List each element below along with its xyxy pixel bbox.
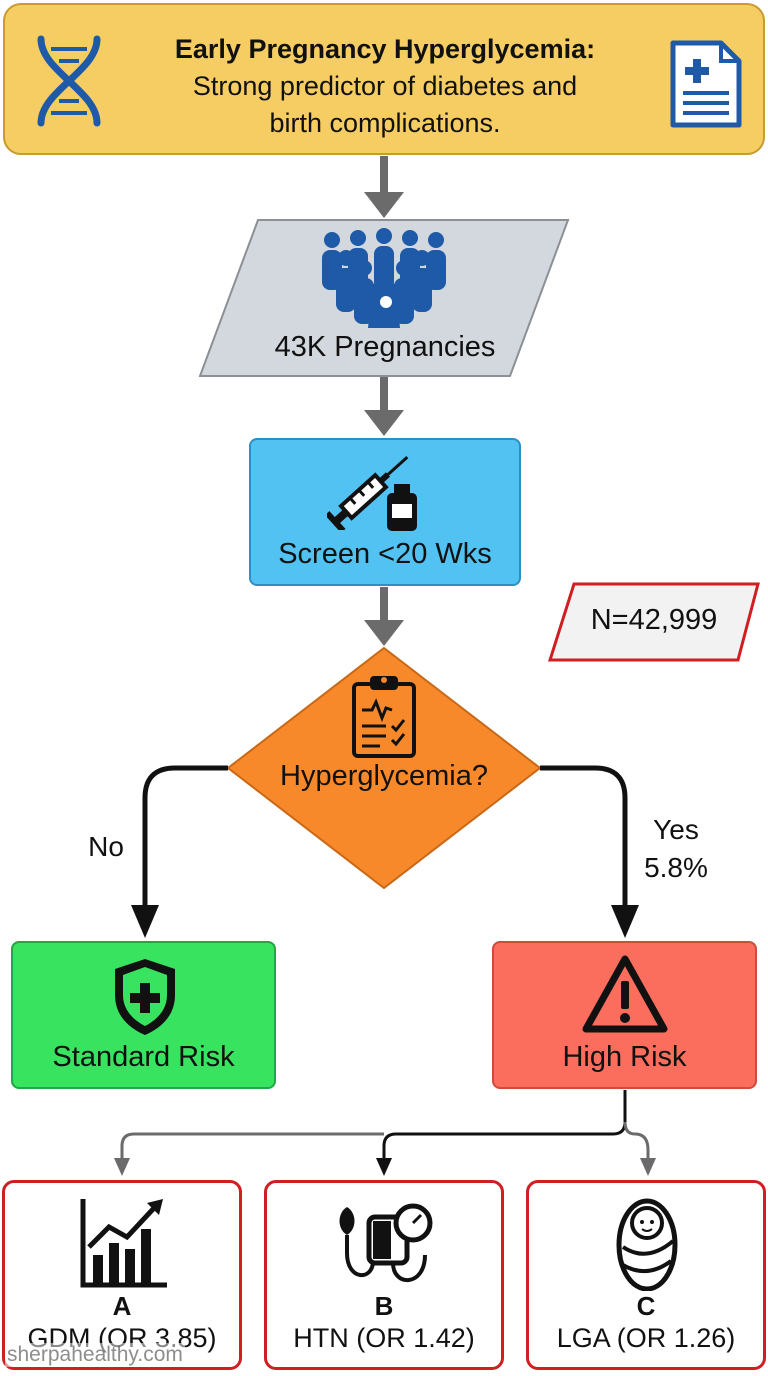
sample-size-shape [547,582,760,662]
high-risk-label: High Risk [562,1041,687,1073]
watermark: sherpahealthy.com [5,1343,185,1367]
header-subtitle-line1: Strong predictor of diabetes and [192,71,578,101]
bar-chart-trend-icon [80,1199,167,1288]
standard-risk-label: Standard Risk [52,1041,235,1073]
crowd-icon [322,228,446,328]
arrow-screening-to-decision [364,587,404,646]
branch-yes-percent: 5.8% [644,852,708,883]
outcome-c-letter: C [636,1291,656,1321]
syringe-vial-icon [327,455,409,530]
outcome-card-b: B HTN (OR 1.42) [264,1180,504,1370]
warning-icon [582,955,668,1033]
sample-size-label: N=42,999 [590,604,718,636]
header-title: Early Pregnancy Hyperglycemia: [174,34,596,64]
outcome-card-a: A GDM (OR 3.85) [2,1180,242,1370]
clipboard-check-icon [352,676,416,758]
outcome-c-label: LGA (OR 1.26) [556,1323,736,1353]
outcome-a-letter: A [112,1291,132,1321]
outcome-card-c: C LGA (OR 1.26) [526,1180,766,1370]
dna-icon [37,35,101,127]
arrow-no-branch [131,765,228,938]
vial-icon [387,484,417,531]
screening-box: Screen <20 Wks [249,438,521,586]
header-banner: Early Pregnancy Hyperglycemia: Strong pr… [3,3,765,155]
header-subtitle-line2: birth complications. [269,108,501,138]
cohort-label: 43K Pregnancies [274,331,496,363]
outcome-b-letter: B [374,1291,394,1321]
branch-no-label: No [88,831,124,862]
screening-label: Screen <20 Wks [278,538,492,570]
medical-document-icon [670,40,742,128]
decision-shape [226,646,542,890]
blood-pressure-cuff-icon [339,1203,433,1282]
header-text: Early Pregnancy Hyperglycemia: Strong pr… [125,31,645,142]
arrow-cohort-to-screening [364,376,404,436]
arrows-high-to-outcomes [114,1090,656,1176]
branch-yes-label: Yes [653,814,699,845]
standard-risk-box: Standard Risk [11,941,276,1089]
shield-plus-icon [115,959,175,1035]
swaddled-baby-icon [616,1198,678,1291]
arrow-header-to-cohort [364,156,404,218]
decision-label: Hyperglycemia? [280,760,488,792]
outcome-b-label: HTN (OR 1.42) [293,1323,475,1353]
arrow-yes-branch [540,765,639,938]
high-risk-box: High Risk [492,941,757,1089]
